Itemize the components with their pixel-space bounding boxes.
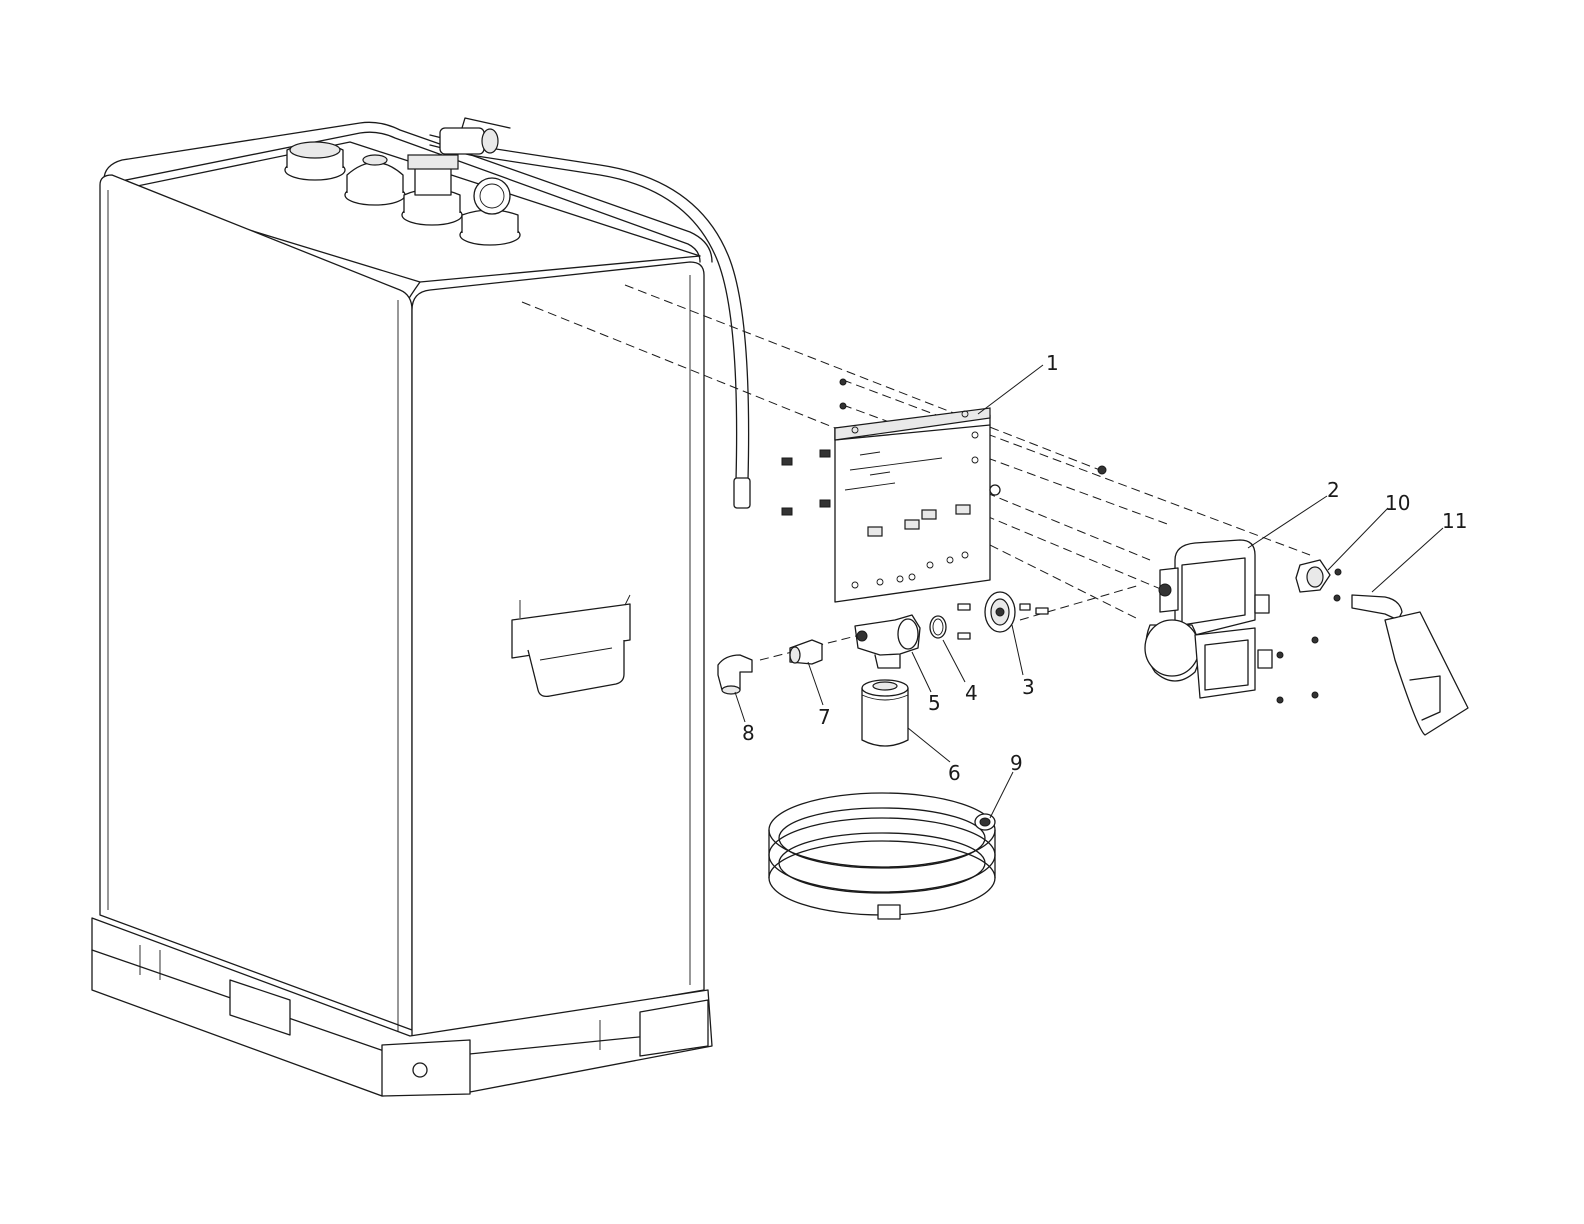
callout-5: 5 — [928, 691, 941, 715]
part-5-filter-head — [854, 614, 921, 669]
part-7-adapter-fitting — [789, 639, 823, 665]
part-1-mounting-plate — [781, 378, 1001, 603]
tank-left-face — [99, 174, 413, 1031]
part-4-o-ring — [929, 615, 947, 639]
part-8-elbow — [717, 654, 753, 695]
callout-1: 1 — [1046, 351, 1059, 375]
part-9-hose-coil — [768, 792, 996, 920]
callout-4: 4 — [965, 681, 978, 705]
tank-ball-valve — [439, 117, 511, 155]
tank-side-handle — [511, 594, 631, 698]
fuel-tank — [91, 117, 751, 1097]
callout-leaders — [734, 364, 1444, 819]
tank-suction-fitting — [401, 154, 463, 226]
tank-fill-cap — [284, 141, 346, 181]
callout-labels: 1 2 3 4 5 6 7 8 9 10 11 — [742, 351, 1467, 785]
callout-2: 2 — [1327, 478, 1340, 502]
tank-level-gauge — [459, 177, 521, 246]
part-10-swivel-fitting — [1295, 559, 1342, 602]
callout-3: 3 — [1022, 675, 1035, 699]
tank-pallet-base — [91, 917, 713, 1097]
part-11-nozzle — [1351, 594, 1469, 736]
callout-9: 9 — [1010, 751, 1023, 775]
callout-6: 6 — [948, 761, 961, 785]
part-6-filter-cartridge — [861, 679, 909, 747]
tank-vent-cap — [344, 154, 406, 206]
callout-7: 7 — [818, 705, 831, 729]
callout-11: 11 — [1442, 509, 1467, 533]
part-2-pump — [1097, 465, 1319, 704]
callout-8: 8 — [742, 721, 755, 745]
part-3-strainer-flange — [957, 591, 1049, 640]
tank-hose — [429, 134, 750, 481]
callout-10: 10 — [1385, 491, 1410, 515]
tank-top-rail — [103, 121, 713, 263]
